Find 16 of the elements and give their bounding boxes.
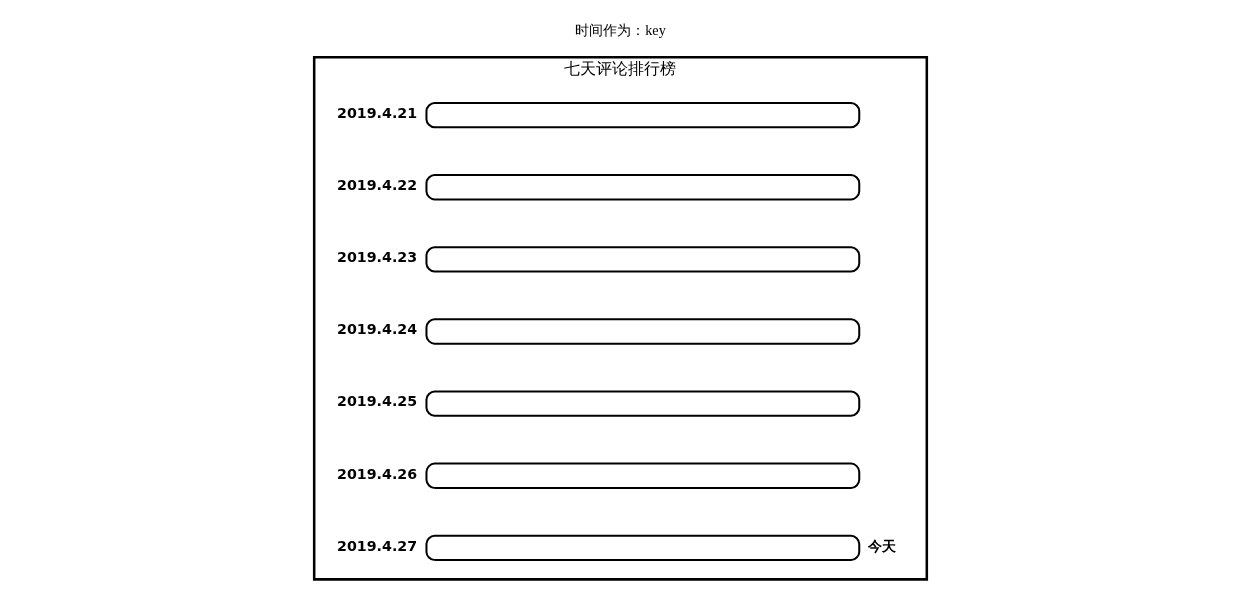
node-bar xyxy=(424,101,860,129)
label: 时间作为：key xyxy=(574,21,666,38)
node-bar xyxy=(424,534,860,562)
node-label: 2019.4.22 xyxy=(336,176,417,193)
node-bar xyxy=(424,462,860,489)
node-label: 2019.4.21 xyxy=(336,104,417,121)
node-bar xyxy=(424,174,860,201)
node-bar xyxy=(424,318,860,345)
node-label: 2019.4.27 xyxy=(336,537,417,554)
node-label: 2019.4.23 xyxy=(336,249,417,266)
node-label: 2019.4.25 xyxy=(336,393,417,410)
node-label: 2019.4.26 xyxy=(336,465,417,482)
node-label: 2019.4.24 xyxy=(336,321,417,338)
node-bar xyxy=(424,390,860,417)
node-label: 今天 xyxy=(867,537,896,554)
node-bar xyxy=(424,246,860,273)
